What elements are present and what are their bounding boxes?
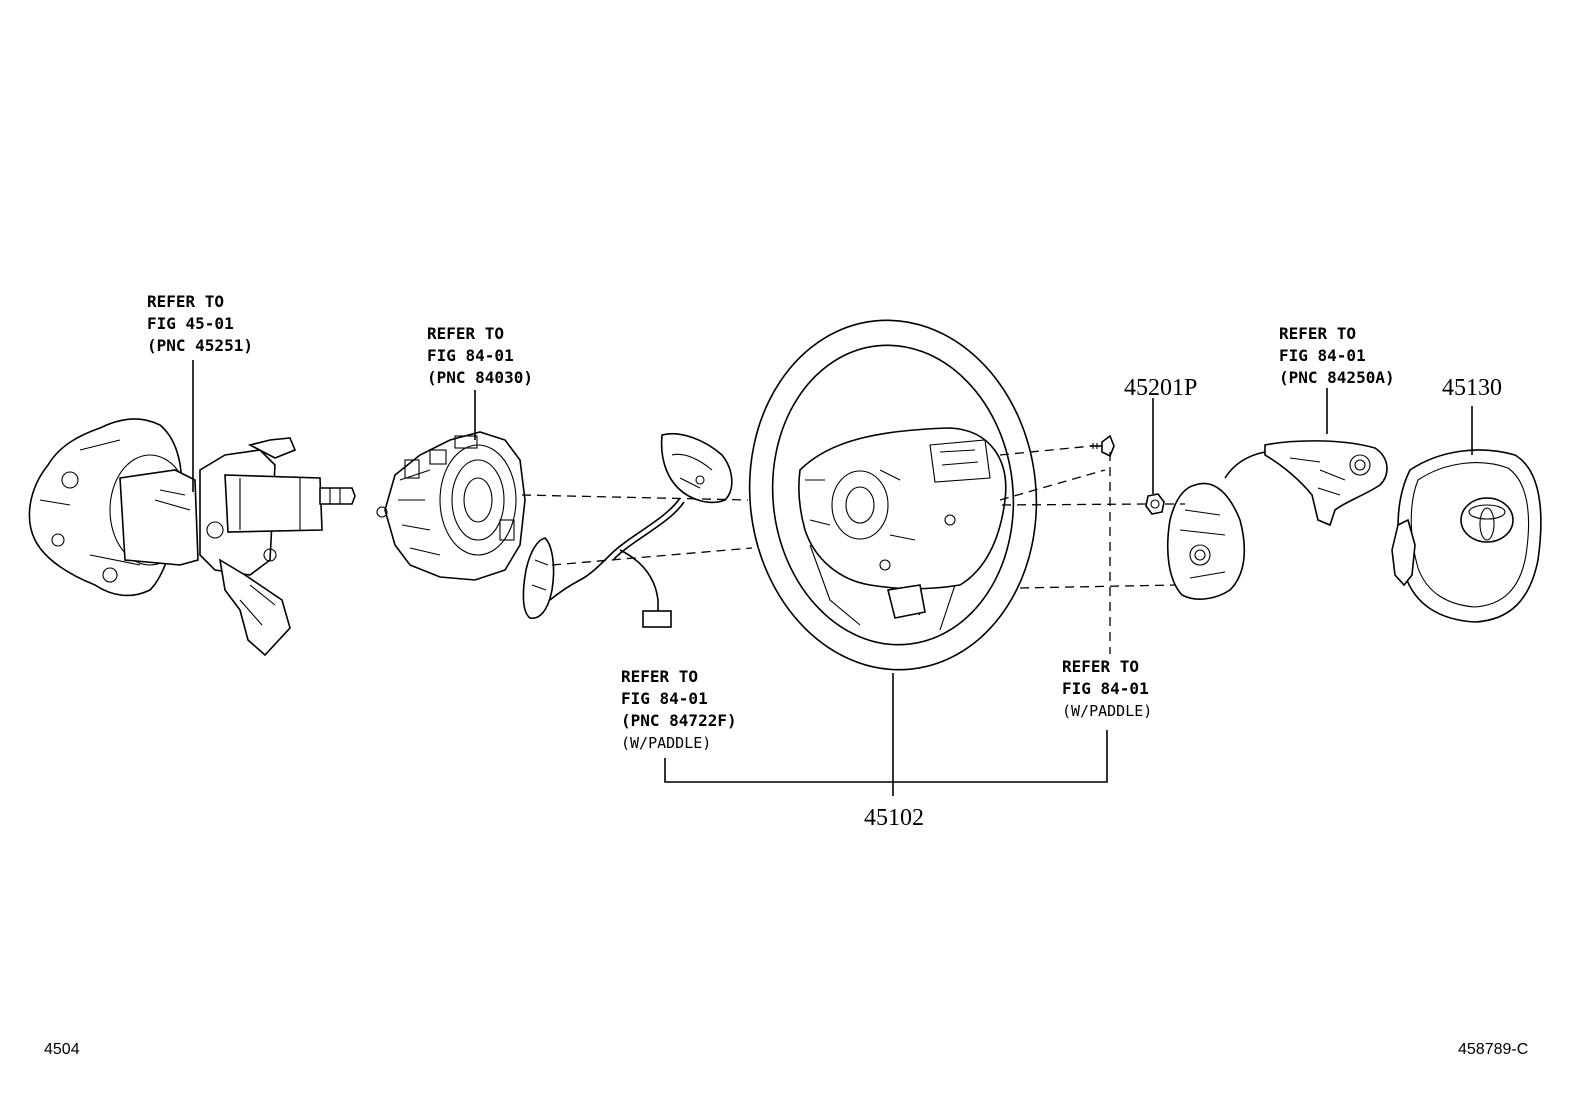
callout-column: REFER TO FIG 45-01 (PNC 45251) [147,292,253,355]
callout-line: REFER TO [147,292,224,311]
part-number-wheel[interactable]: 45102 [864,805,924,831]
callout-line: REFER TO [427,324,504,343]
callout-line: REFER TO [1279,324,1356,343]
part-number-nut[interactable]: 45201P [1124,375,1197,401]
airbag-icon [1391,449,1542,623]
callout-line: FIG 84-01 [621,689,708,708]
leader-lines [192,360,1473,796]
steering-column-icon [28,418,356,657]
callout-condition: (W/PADDLE) [621,734,711,752]
callout-paddle-harness: REFER TO FIG 84-01 (PNC 84722F) (W/PADDL… [621,667,737,752]
spiral-cable-icon [376,431,526,581]
illustration-id: 458789-C [1458,1041,1528,1058]
callout-line: FIG 84-01 [427,346,514,365]
part-number-airbag[interactable]: 45130 [1442,375,1502,401]
callout-line: (PNC 84250A) [1279,368,1395,387]
callout-line: (PNC 45251) [147,336,253,355]
steering-pad-switch-icon [1166,440,1388,600]
callout-line: (PNC 84722F) [621,711,737,730]
steering-wheel-icon [748,319,1038,671]
section-code: 4504 [44,1041,80,1058]
callout-paddle-screw: REFER TO FIG 84-01 (W/PADDLE) [1062,657,1152,720]
callout-line: REFER TO [621,667,698,686]
toyota-emblem-icon [1460,497,1514,543]
screw-icon [1090,434,1115,458]
paddle-switch-icon [522,432,733,628]
callout-line: FIG 45-01 [147,314,234,333]
callout-line: FIG 84-01 [1062,679,1149,698]
alignment-lines [521,445,1185,654]
callout-line: REFER TO [1062,657,1139,676]
callout-spiral: REFER TO FIG 84-01 (PNC 84030) [427,324,533,387]
callout-condition: (W/PADDLE) [1062,702,1152,720]
callout-line: (PNC 84030) [427,368,533,387]
nut-icon [1145,493,1165,515]
callout-switch: REFER TO FIG 84-01 (PNC 84250A) [1279,324,1395,387]
callout-line: FIG 84-01 [1279,346,1366,365]
